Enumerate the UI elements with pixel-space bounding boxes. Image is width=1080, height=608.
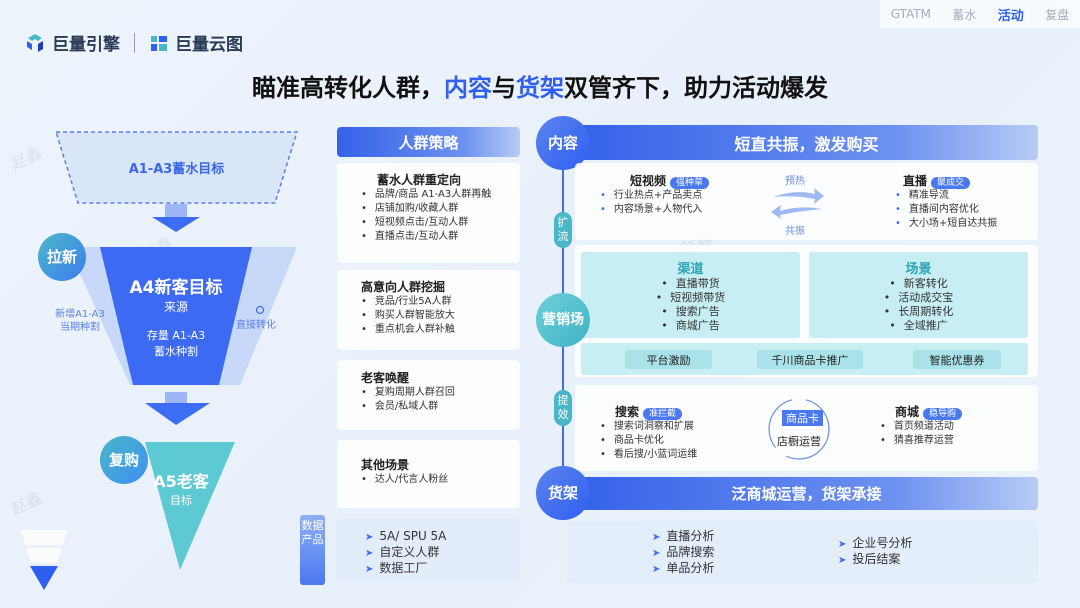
content-circle: 内容 [536,116,590,170]
a4-block: A4新客目标 来源 存量 A1-A3 蓄水种割 [100,273,252,359]
funnel-diagram [20,131,299,590]
strategy-card: 老客唤醒 复购周期人群召回会员/私域人群 [337,360,520,430]
content-header: 短直共振，激发购买 [575,125,1038,160]
logo-divider [134,32,135,53]
data-product-card: 5A/ SPU 5A自定义人群数据工厂 [337,518,520,582]
strategy-card: 高意向人群挖掘 竞品/行业5A人群购买人群智能放大重点机会人群补触 [337,270,520,350]
tab-gtatm[interactable]: GTATM [890,7,931,21]
a4-title: A4新客目标 [129,278,223,298]
funnel-a4 [100,247,252,385]
channel-box: 渠道 直播带货短视频带货搜索广告商城广告 [581,252,800,338]
a5-sub: 目标 [170,494,192,507]
product-card-label: 商品卡 [782,410,823,426]
a5-block: A5老客 目标 [145,468,217,508]
scene-box: 场景 新客转化活动成交宝长周期转化全域推广 [809,252,1028,338]
marketing-circle: 营销场 [536,293,590,347]
right-note: 直接转化 [236,320,276,331]
top-nav-tabs: GTATM 蓄水 活动 复盘 [880,0,1080,28]
shelf-header: 泛商城运营，货架承接 [575,477,1038,510]
strategy-card: 其他场景 达人/代言人粉丝 [337,440,520,508]
data-product-label: 数据产品 [300,515,325,585]
mini-funnel-icon [20,530,68,545]
tab-fupan[interactable]: 复盘 [1045,7,1070,22]
shelf-col2: 企业号分析投后结案 [838,536,912,568]
ocean-engine-logo-icon [27,33,43,52]
fu-gou-circle: 复购 [100,436,148,484]
swap-arrows-icon [771,188,824,219]
funnel-a5 [145,442,235,570]
cycle-arrows-icon [768,398,830,460]
funnel-top-dashed [54,131,299,204]
a4-sub: 来源 [163,300,188,314]
tool-pill: 智能优惠券 [913,350,1001,369]
strategy-header: 人群策略 [337,127,520,157]
yuntu-logo-text: 巨量云图 [175,35,243,55]
arrow-down-icon [152,217,200,232]
arrow-bottom-label: 共振 [785,226,805,237]
circle-marker-icon [255,305,265,315]
tab-xushui[interactable]: 蓄水 [952,7,977,22]
la-xin-circle: 拉新 [38,233,86,281]
tool-pill: 千川商品卡推广 [757,350,863,369]
strategy-card: 蓄水人群重定向 品牌/商品 A1-A3人群再触店铺加购/收藏人群短视频点击/互动… [337,163,520,263]
arrow-top-label: 预热 [785,176,805,187]
funnel-top-label: A1-A3蓄水目标 [128,162,225,177]
tool-pill: 平台激励 [625,350,712,369]
yuntu-logo-icon [151,35,167,51]
tab-huodong[interactable]: 活动 [997,8,1024,24]
a4-stock2: 蓄水种割 [154,345,198,358]
efficiency-pill: 提效 [554,390,572,426]
arrow-down-icon [165,204,187,218]
shelf-col1: 直播分析品牌搜索单品分析 [652,529,714,577]
store-ops-label: 店橱运营 [777,435,821,448]
expand-flow-pill: 扩流 [554,212,572,248]
a5-title: A5老客 [153,472,209,491]
logo-group: 巨量引擎 巨量云图 [24,30,243,55]
arrow-down-icon [145,403,210,425]
shelf-card [567,521,1038,583]
page-title: 瞄准高转化人群，内容与货架双管齐下，助力活动爆发 [252,74,828,102]
arrow-down-icon [165,392,187,406]
ocean-engine-logo-text: 巨量引擎 [52,35,120,55]
shelf-circle: 货架 [536,466,590,520]
a4-stock: 存量 A1-A3 [146,329,206,342]
